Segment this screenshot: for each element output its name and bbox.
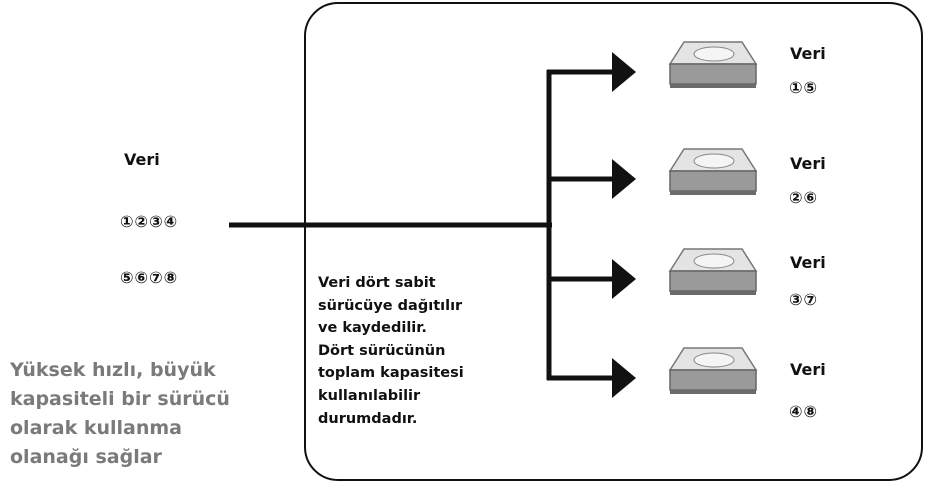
drive-1-numbers: ①⑤ [789,78,819,97]
arrow-right-icon [612,259,636,299]
hard-drive-icon [668,347,758,394]
hard-drive-icon [668,41,758,88]
source-data-numbers: ①②③④ ⑤⑥⑦⑧ [120,180,178,320]
drive-2-label: Veri [790,154,826,173]
raid-group-frame [304,2,923,481]
source-numbers-line-2: ⑤⑥⑦⑧ [120,268,179,287]
description-text: Veri dört sabit sürücüye dağıtılır ve ka… [318,275,464,427]
arrow-right-icon [612,159,636,199]
source-data-label: Veri [124,150,160,169]
drive-2-numbers: ②⑥ [789,188,819,207]
drive-3-label: Veri [790,253,826,272]
drive-4-label: Veri [790,360,826,379]
hard-drive-icon [668,248,758,295]
arrow-right-icon [612,358,636,398]
hard-drive-icon [668,148,758,195]
drive-4-numbers: ④⑧ [789,402,819,421]
arrow-right-icon [612,52,636,92]
drive-3-numbers: ③⑦ [789,290,819,309]
source-numbers-line-1: ①②③④ [120,212,179,231]
tagline-text: Yüksek hızlı, büyük kapasiteli bir sürüc… [10,359,230,468]
drive-1-label: Veri [790,44,826,63]
